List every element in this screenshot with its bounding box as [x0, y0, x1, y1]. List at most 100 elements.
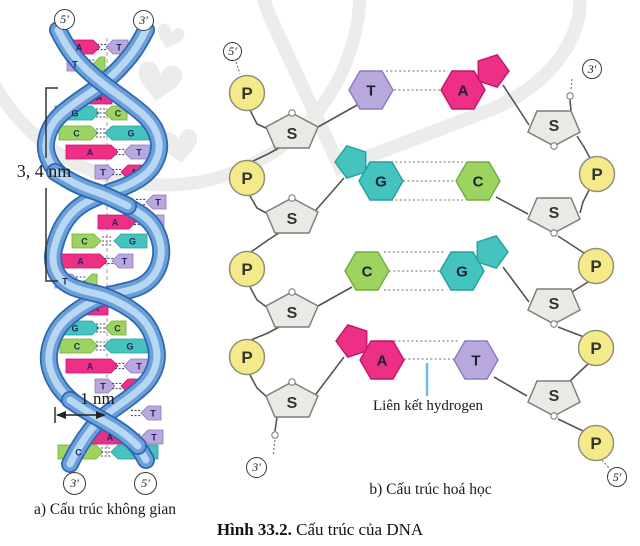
base-A-node: [440, 70, 486, 110]
base-letter-C: C: [114, 323, 121, 333]
base-letter-T: T: [151, 432, 157, 442]
helix-top-left-end-5prime: 5': [54, 9, 75, 30]
base-letter-A: A: [112, 217, 119, 227]
oxygen-atom: [271, 431, 279, 439]
sugar-label: S: [549, 118, 560, 135]
chem-right-strand-top-3prime: 3': [582, 59, 602, 79]
sugar-label: S: [287, 305, 298, 322]
base-letter-A: A: [87, 361, 94, 371]
base-tag-T: [94, 378, 116, 394]
sugar-label: S: [549, 388, 560, 405]
base-label-T: T: [471, 353, 480, 370]
backbone-bond: [576, 135, 591, 159]
phosphate-node: [577, 329, 615, 367]
backbone-bond: [274, 416, 278, 432]
phosphate-label: P: [241, 348, 252, 367]
base-letter-T: T: [62, 276, 68, 286]
base-letter-A: A: [96, 92, 103, 102]
base-letter-G: G: [129, 236, 136, 246]
sugar-label: S: [549, 296, 560, 313]
phosphate-label: P: [241, 84, 252, 103]
base-G-pentagon-ring: [476, 235, 509, 269]
backbone-bond: [569, 99, 572, 112]
sugar-node: [265, 197, 319, 234]
glycosidic-bond: [493, 376, 528, 397]
base-letter-T: T: [72, 59, 78, 69]
base-T-node: [453, 340, 499, 380]
base-G-pentagon-ring: [334, 145, 367, 179]
base-tag-A: [97, 214, 137, 230]
base-A-pentagon-ring: [477, 54, 510, 88]
base-letter-G: G: [71, 323, 78, 333]
base-label-G: G: [375, 174, 387, 191]
chem-right-strand-bottom-5prime: 5': [607, 467, 627, 487]
base-letter-G: G: [126, 341, 133, 351]
oxygen-atom: [288, 194, 296, 202]
base-tag-C: [71, 233, 102, 249]
base-label-C: C: [362, 264, 373, 281]
base-tag-T: [111, 253, 134, 269]
phosphate-label: P: [590, 339, 601, 358]
base-letter-C: C: [81, 236, 88, 246]
base-G-node: [358, 161, 404, 201]
base-tag-T: [140, 405, 162, 421]
base-letter-T: T: [136, 361, 142, 371]
glycosidic-bond: [315, 356, 345, 395]
base-letter-T: T: [116, 42, 122, 52]
phosphate-label: P: [590, 434, 601, 453]
watermark-heart: [158, 23, 185, 49]
chem-left-strand-bottom-3prime: 3': [246, 457, 267, 478]
base-letter-T: T: [136, 147, 142, 157]
sugar-node: [527, 380, 581, 417]
base-tag-A: [65, 144, 119, 160]
base-tag-C: [58, 125, 99, 141]
phosphate-node: [228, 159, 266, 197]
watermark-heart: [138, 61, 183, 102]
dna-strand-left: [44, 21, 169, 473]
base-label-C: C: [473, 174, 484, 191]
helix-turn-length-label: 3, 4 nm: [16, 161, 72, 181]
base-A-pentagon-ring: [335, 324, 368, 358]
phosphate-label: P: [241, 260, 252, 279]
sugar-node: [527, 288, 581, 325]
base-letter-A: A: [77, 256, 84, 266]
base-tag-A: [65, 358, 119, 374]
base-letter-C: C: [74, 341, 81, 351]
sugar-node: [527, 110, 581, 147]
oxygen-atom: [550, 412, 558, 420]
phosphate-node: [577, 247, 615, 285]
watermark-heart: [159, 128, 198, 163]
sugar-node: [265, 112, 319, 149]
phosphate-node: [228, 74, 266, 112]
base-tag-C: [59, 338, 99, 354]
helix-top-right-end-3prime: 3': [133, 10, 154, 31]
backbone-bond: [250, 326, 280, 341]
oxygen-atom: [288, 288, 296, 296]
backbone-bond: [569, 363, 589, 382]
base-label-T: T: [366, 83, 375, 100]
base-letter-A: A: [107, 432, 114, 442]
glycosidic-bond: [502, 266, 530, 303]
backbone-bond: [249, 374, 269, 399]
base-letter-T: T: [150, 408, 156, 418]
phosphate-node: [228, 338, 266, 376]
base-A-node: [359, 340, 405, 380]
glycosidic-bond: [317, 286, 353, 307]
backbone-bond: [249, 109, 269, 130]
phosphate-node: [577, 424, 615, 462]
helix-bottom-left-end-3prime: 3': [63, 472, 86, 495]
dna-strand-right-over-1: [46, 163, 137, 215]
helix-bottom-right-end-5prime: 5': [134, 472, 157, 495]
width-arrow: [54, 407, 106, 423]
oxygen-atom: [288, 109, 296, 117]
strand-continuation-dots: [272, 439, 276, 457]
backbone-bond: [557, 235, 585, 254]
phosphate-label: P: [241, 169, 252, 188]
base-label-A: A: [458, 83, 469, 100]
strand-continuation-dots: [235, 61, 241, 75]
phosphate-node: [228, 250, 266, 288]
